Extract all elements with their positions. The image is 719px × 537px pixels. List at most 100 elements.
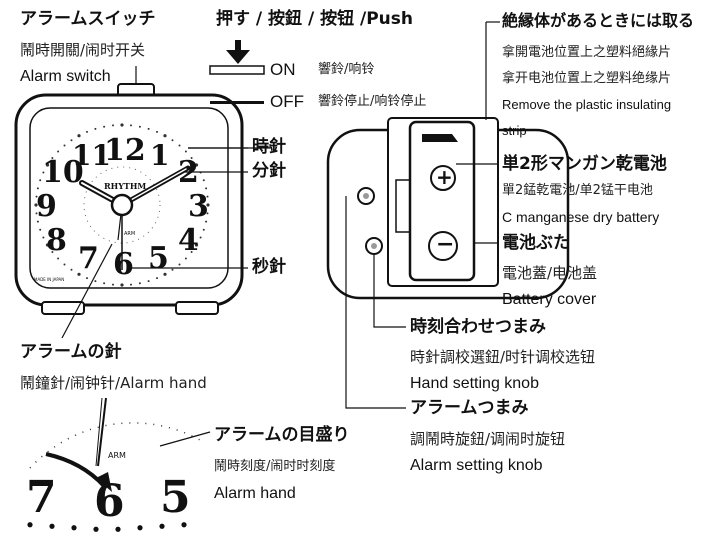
battery-minus-terminal — [428, 231, 458, 261]
battery-plus-terminal — [430, 165, 456, 191]
minute-dot — [147, 127, 150, 130]
hand-knob-title-ja: 時刻合わせつまみ — [410, 317, 546, 337]
dial-number-11: 11 — [72, 139, 111, 172]
clock-foot-left — [41, 301, 85, 315]
minute-dot — [205, 187, 208, 190]
minute-dot — [202, 228, 205, 231]
hand-knob-leader — [373, 254, 406, 328]
minute-dot — [42, 236, 45, 239]
minute-dot — [86, 130, 88, 133]
minute-dot — [112, 283, 114, 286]
insulating-strip — [422, 134, 458, 142]
brand-logo: RHYTHM — [104, 181, 147, 191]
detail-dot — [115, 526, 121, 532]
push-label: 押す / 按鈕 / 按钮 /Push — [216, 9, 414, 29]
minute-dot — [36, 220, 39, 223]
dial-number-12: 12 — [104, 133, 146, 168]
battery-title-en: C manganese dry battery — [502, 209, 660, 225]
hour-hand-label: 時針 — [252, 137, 286, 157]
off-label: OFF — [270, 92, 304, 111]
minute-dot — [178, 144, 181, 147]
dial-number-1: 1 — [150, 139, 170, 172]
alarm-switch-title-en: Alarm switch — [20, 68, 111, 85]
insulation-title-ja: 絶縁体があるときには取る — [502, 11, 695, 30]
minute-dot — [45, 243, 50, 247]
minute-dot — [202, 179, 205, 182]
minute-dot — [35, 195, 38, 198]
minute-dot — [206, 203, 210, 207]
battery-title-ja: 単2形マンガン乾電池 — [502, 154, 667, 174]
on-switch-position — [209, 65, 265, 75]
dial-number-2: 2 — [178, 155, 199, 190]
minute-dot — [103, 282, 106, 285]
alarm-hand-title-ja: アラームの針 — [20, 342, 122, 362]
alarm-switch-title-zh: 鬧時開關/闹时开关 — [20, 41, 146, 59]
alarm-scale-leader — [159, 431, 211, 447]
insulation-line-en-1: Remove the plastic insulating — [502, 97, 672, 112]
minute-dot — [206, 212, 209, 215]
battery-title-zh: 單2錳乾電池/单2锰干电池 — [502, 183, 653, 198]
detail-dot — [137, 525, 143, 531]
alarm-knob-title-en: Alarm setting knob — [410, 457, 543, 474]
alarm-switch-title-ja: アラームスイッチ — [20, 9, 156, 29]
alarm-dial-ring — [83, 166, 161, 244]
dial-number-7: 7 — [78, 241, 99, 276]
dial-number-5: 5 — [148, 241, 169, 276]
minute-dot — [94, 280, 97, 283]
minute-dot — [39, 228, 42, 231]
minute-dot — [156, 130, 158, 133]
minute-dot — [42, 171, 45, 174]
cover-title-zh: 電池蓋/电池盖 — [502, 264, 598, 282]
dial-number-3: 3 — [188, 189, 209, 224]
cover-title-ja: 電池ぶた — [502, 233, 570, 253]
minute-dot — [103, 125, 106, 128]
insulation-line-zh-t: 拿開電池位置上之塑料絕緣片 — [502, 45, 672, 60]
detail-number-6: 6 — [94, 476, 125, 527]
detail-dot — [49, 523, 55, 529]
minute-dot — [120, 283, 124, 287]
detail-number-7: 7 — [26, 472, 57, 523]
minute-dot — [51, 251, 54, 253]
minute-dot — [156, 277, 158, 280]
dial-alarm-mark: ARM — [124, 231, 136, 237]
minute-dot — [70, 268, 73, 271]
minute-dot — [120, 123, 124, 127]
minute-dot — [205, 220, 208, 223]
minute-dot — [34, 203, 38, 207]
detail-pointer-arrow — [45, 452, 106, 488]
alarm-hand-leader — [61, 243, 113, 339]
minus-icon: − — [436, 232, 455, 257]
alarm-scale-dots — [29, 422, 201, 469]
minute-dot — [130, 124, 132, 127]
detail-dot — [159, 523, 165, 529]
minute-dot — [171, 139, 174, 142]
detail-dot — [93, 526, 99, 532]
minute-dot — [77, 272, 81, 276]
minute-dot — [147, 280, 150, 283]
made-in-mark: MADE IN JAPAN — [34, 277, 65, 282]
minute-dot — [63, 144, 66, 147]
minute-dot — [130, 283, 132, 286]
minute-dot — [138, 125, 141, 128]
minute-dot — [112, 124, 114, 127]
minute-dot — [45, 163, 50, 167]
minute-dot — [57, 150, 60, 153]
cover-title-en: Battery cover — [502, 291, 597, 308]
minute-dot — [194, 243, 199, 247]
minute-dot — [77, 134, 81, 138]
minute-dot — [190, 157, 193, 159]
dial-number-4: 4 — [178, 223, 199, 258]
minute-dot — [35, 212, 38, 215]
clock-foot-right — [175, 301, 219, 315]
hand-knob-title-zh: 時針調校選鈕/时针调校选钮 — [410, 348, 596, 366]
detail-minute-dots — [27, 522, 187, 532]
alarm-scale-title-en: Alarm hand — [214, 485, 296, 502]
minute-dot — [36, 187, 39, 190]
alarm-knob-title-zh: 調鬧時旋鈕/调闹时旋钮 — [410, 430, 566, 448]
minute-dot — [184, 257, 187, 260]
hand-knob-title-en: Hand setting knob — [410, 375, 539, 392]
minute-dot — [138, 282, 141, 285]
detail-dot — [181, 522, 187, 528]
insulation-line-en-2: strip — [502, 123, 527, 138]
